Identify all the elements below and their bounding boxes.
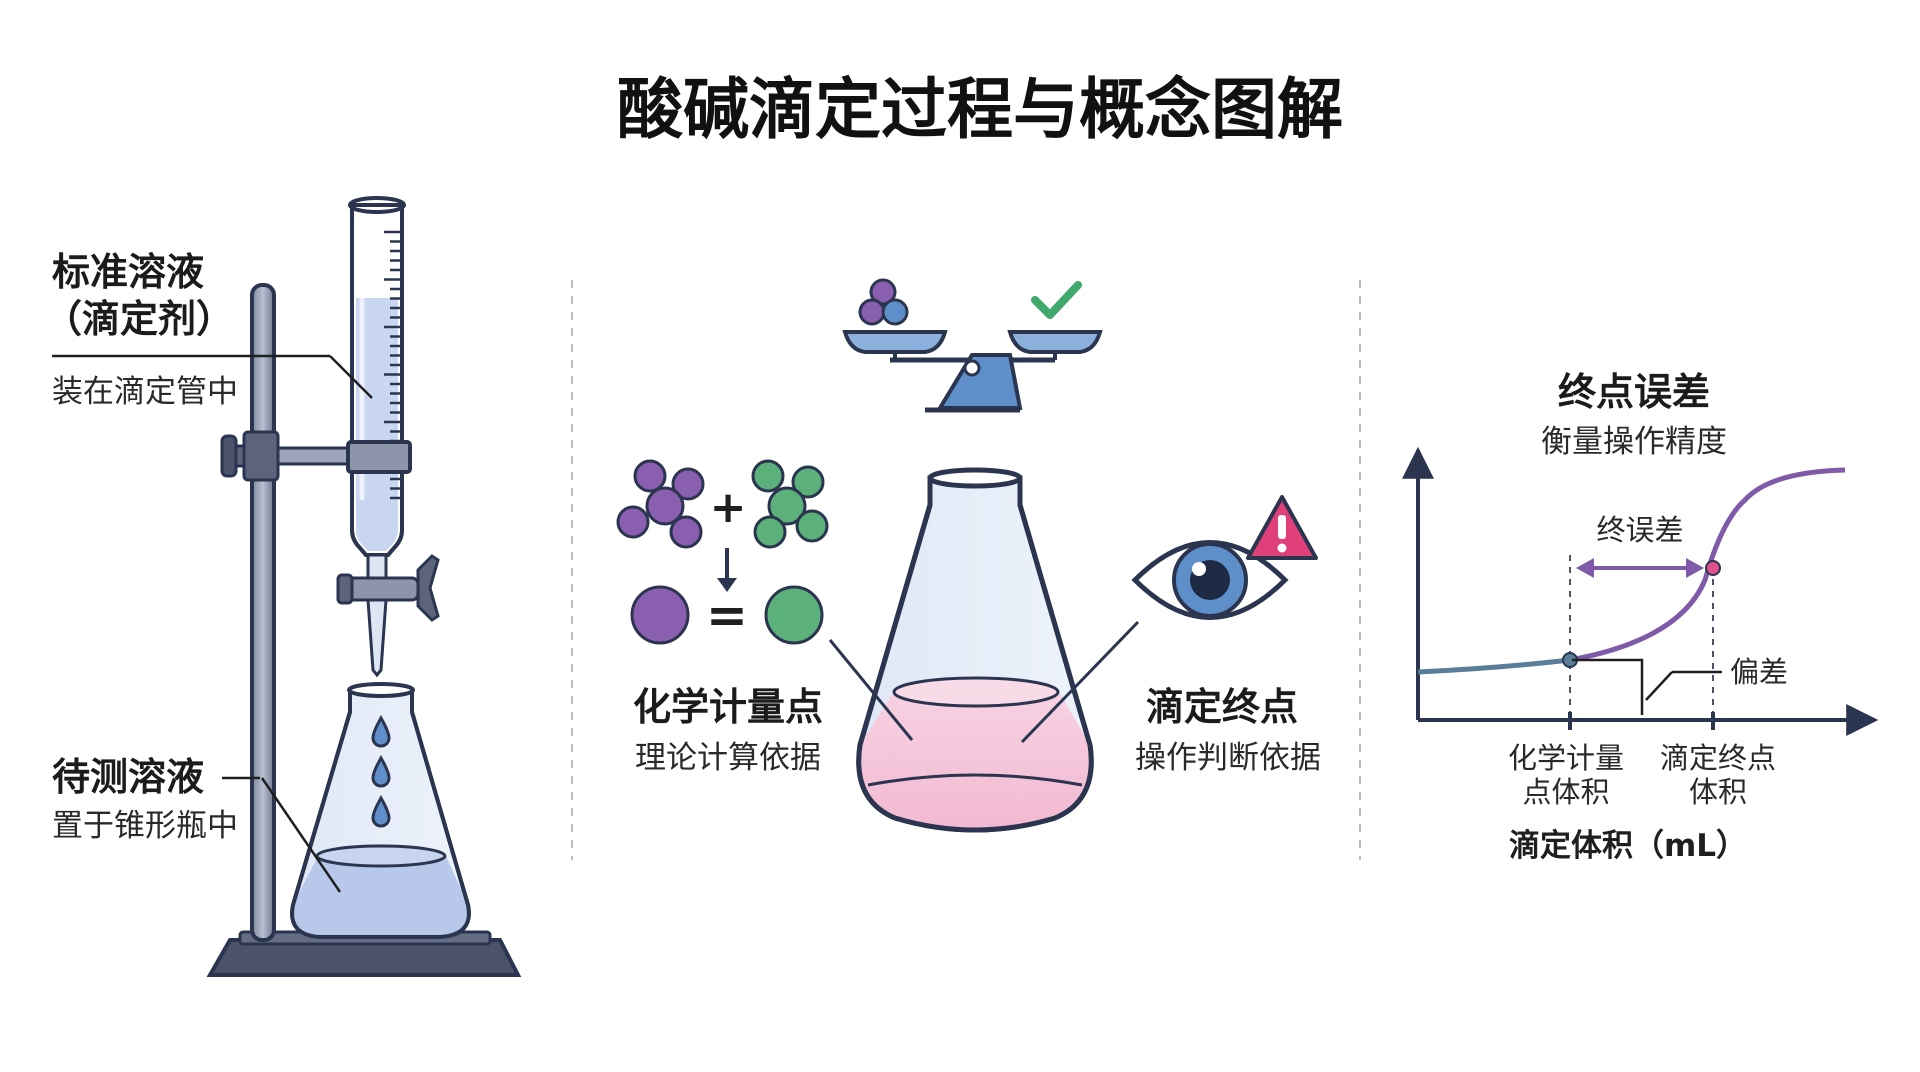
- warning-icon: [1246, 495, 1318, 560]
- curve-pre-equivalence: [1417, 657, 1571, 675]
- error-arrow-label: 终误差: [1596, 513, 1683, 547]
- titrant-note: 装在滴定管中: [52, 374, 238, 410]
- stoich-pointer-line: [828, 639, 914, 741]
- error-subtitle: 衡量操作精度: [1541, 424, 1727, 460]
- deviation-bracket: [1572, 658, 1644, 715]
- endpoint-note: 操作判断依据: [1135, 740, 1321, 776]
- equal-operator: =: [706, 586, 748, 644]
- burette-tip: [366, 598, 388, 678]
- tick-endpoint-label: 滴定终点: [1660, 741, 1776, 775]
- endpoint-pointer-line: [1020, 620, 1140, 744]
- stoich-note: 理论计算依据: [635, 740, 821, 776]
- drop-icon: [371, 754, 391, 788]
- balance-scale-icon: [842, 278, 1103, 413]
- clamp-arm: [276, 446, 350, 466]
- analyte-flask: [290, 682, 471, 939]
- analyte-note: 置于锥形瓶中: [52, 808, 238, 844]
- analyte-label: 待测溶液: [52, 755, 204, 799]
- purple-mole-icon: [630, 585, 690, 645]
- clamp-block: [242, 430, 280, 482]
- titration-stand: [206, 196, 522, 977]
- eye-icon: [1131, 540, 1289, 620]
- endpoint-point: [1705, 560, 1721, 576]
- stoich-label: 化学计量点: [633, 685, 823, 729]
- titrant-label-sub: （滴定剂）: [44, 297, 234, 341]
- page-title: 酸碱滴定过程与概念图解: [617, 71, 1343, 148]
- burette-clamp-ring: [346, 440, 412, 474]
- clamp-knob: [220, 434, 238, 478]
- plus-operator: +: [710, 482, 747, 533]
- tick-stoich-label-2: 点体积: [1522, 775, 1609, 809]
- green-mole-icon: [764, 585, 824, 645]
- error-title: 终点误差: [1558, 370, 1710, 414]
- titration-curve-chart: [1402, 446, 1879, 736]
- endpoint-label: 滴定终点: [1146, 685, 1298, 729]
- drop-icon: [371, 714, 391, 748]
- checkmark-icon: [1031, 281, 1082, 319]
- deviation-label: 偏差: [1730, 655, 1788, 689]
- x-axis-label: 滴定体积（mL）: [1509, 828, 1747, 864]
- purple-molecule-icon: [616, 459, 705, 549]
- green-molecule-icon: [751, 459, 829, 549]
- stopcock-handle: [416, 554, 440, 622]
- titrant-label: 标准溶液: [52, 250, 204, 294]
- stand-base: [206, 938, 522, 977]
- curve-post-equivalence: [1569, 467, 1846, 663]
- drop-icon: [371, 794, 391, 828]
- tick-endpoint-label-2: 体积: [1689, 775, 1747, 809]
- stand-rod: [250, 283, 276, 942]
- burette: [336, 196, 440, 678]
- conical-flask-icon: [856, 467, 1094, 833]
- tick-stoich-label: 化学计量: [1508, 741, 1624, 775]
